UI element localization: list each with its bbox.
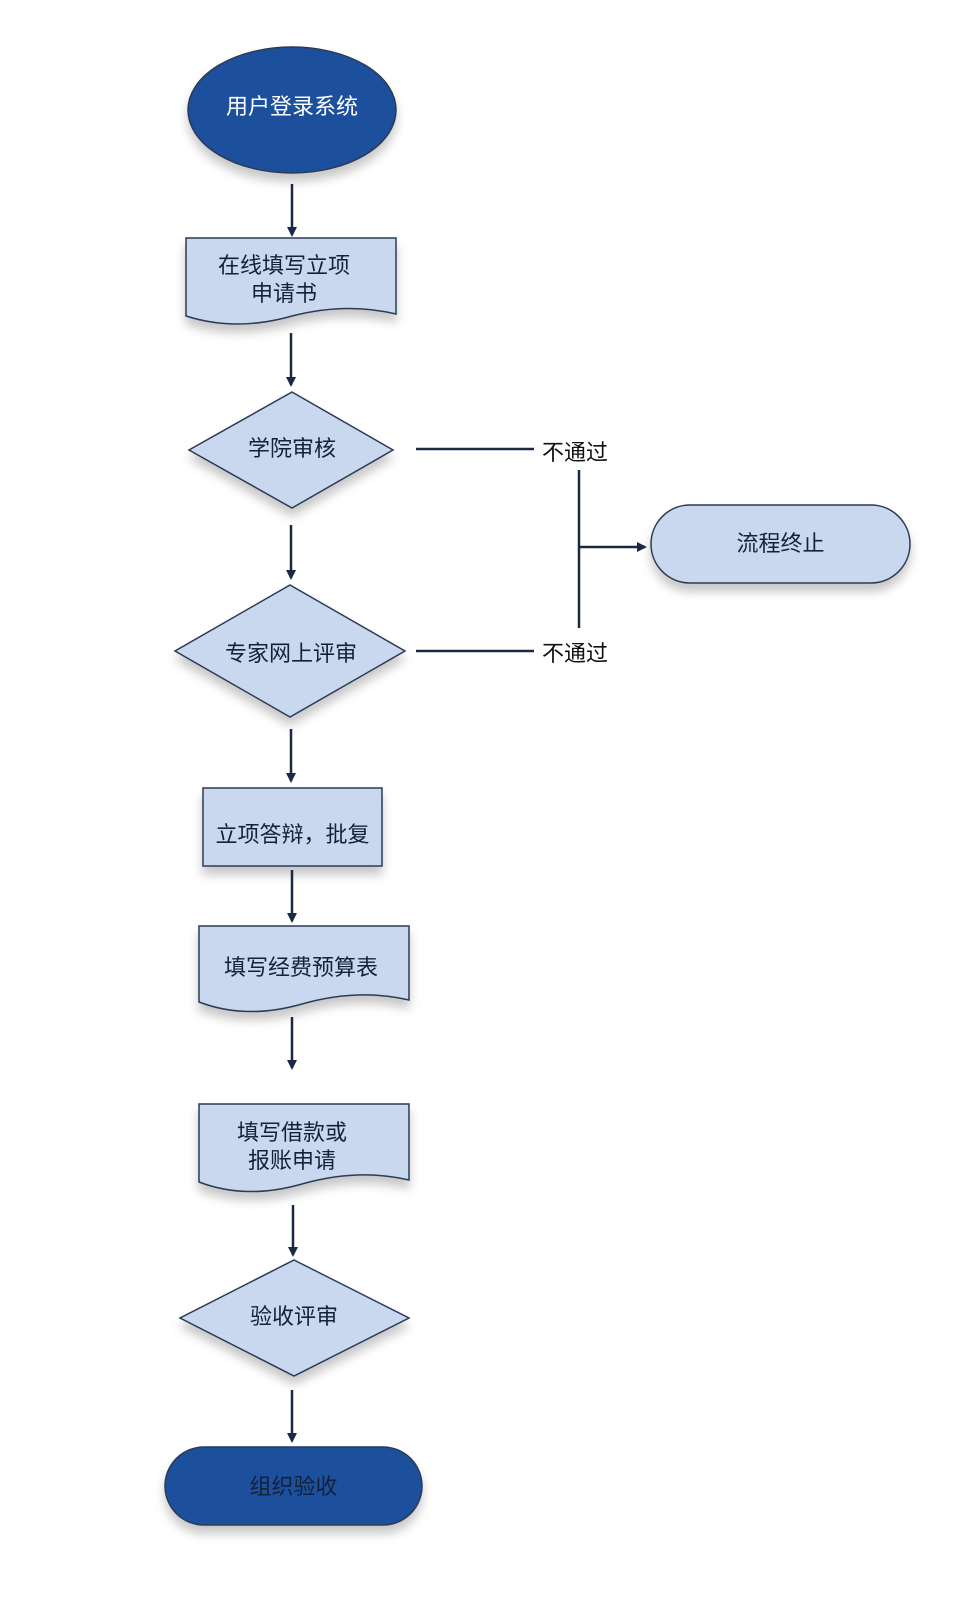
terminate-node-shape [650,504,911,584]
end-node-label: 组织验收 [249,1475,338,1500]
acceptance-review-label: 验收评审 [249,1305,338,1330]
defense-label: 立项答辩，批复 [215,823,370,848]
expert-review-label: 专家网上评审 [224,642,357,667]
reject-label-expert: 不通过 [542,642,609,667]
expert-review-shape [173,584,407,718]
end-node-shape [164,1446,423,1526]
budget-shape [198,925,410,1013]
reject-label-college: 不通过 [542,441,609,466]
college-review-label: 学院审核 [247,437,336,462]
terminate-node-label: 流程终止 [736,532,825,557]
defense-shape [202,787,383,867]
loan-shape [198,1103,410,1193]
start-node-label: 用户登录系统 [225,95,358,120]
budget-label: 填写经费预算表 [223,956,378,981]
fill-application-shape [185,237,397,325]
loan-label: 填写借款或 报账申请 [236,1121,347,1174]
acceptance-review-shape [178,1259,411,1377]
start-node-shape [187,46,397,174]
fill-application-label: 在线填写立项 申请书 [217,254,350,307]
college-review-shape [187,391,395,509]
